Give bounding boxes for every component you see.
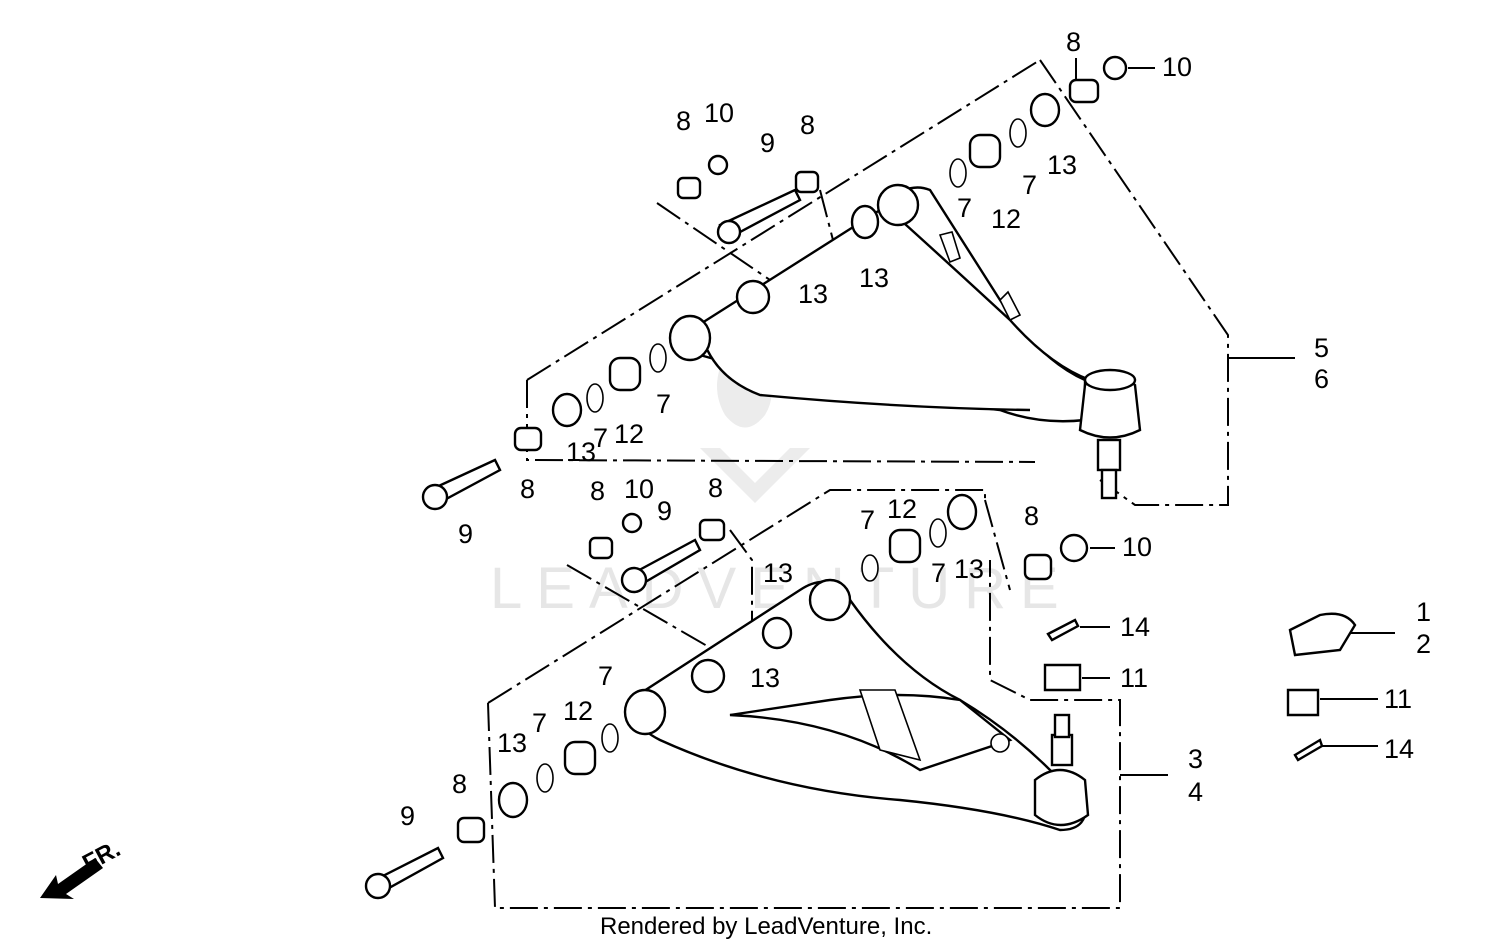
label-part-9: 9 (458, 519, 473, 549)
label-part-3: 3 (1188, 744, 1203, 774)
label-part-7: 7 (931, 558, 946, 588)
label-part-10: 10 (624, 474, 654, 504)
label-part-13: 13 (566, 437, 596, 467)
bushing-part-12 (968, 133, 1002, 169)
label-part-9: 9 (760, 128, 775, 158)
bushing-part-13 (735, 279, 771, 315)
label-part-8: 8 (708, 473, 723, 503)
label-part-2: 2 (1416, 629, 1431, 659)
label-part-7: 7 (593, 423, 608, 453)
cotter-pin-part-14 (1046, 618, 1080, 642)
label-part-4: 4 (1188, 777, 1203, 807)
label-part-13: 13 (750, 663, 780, 693)
label-part-6: 6 (1314, 364, 1329, 394)
label-part-10: 10 (1162, 52, 1192, 82)
label-part-13: 13 (798, 279, 828, 309)
label-part-8: 8 (590, 476, 605, 506)
hardware-parts (364, 55, 1357, 900)
clamp-part-1-2 (1288, 612, 1357, 657)
label-part-5: 5 (1314, 333, 1329, 363)
label-part-8: 8 (1066, 27, 1081, 57)
ring-part-7 (1009, 118, 1027, 148)
callout-labels: 1 2 3 4 5 6 8 10 9 8 8 10 7 12 7 13 13 1… (400, 27, 1431, 831)
label-part-12: 12 (614, 419, 644, 449)
label-part-7: 7 (656, 389, 671, 419)
label-part-10: 10 (1122, 532, 1152, 562)
label-part-11: 11 (1120, 663, 1148, 693)
front-direction-arrow: FR. (40, 835, 125, 899)
label-part-14: 14 (1120, 612, 1150, 642)
label-part-12: 12 (563, 696, 593, 726)
label-part-8: 8 (1024, 501, 1039, 531)
label-part-13: 13 (954, 554, 984, 584)
label-part-14: 14 (1384, 734, 1414, 764)
label-part-13: 13 (497, 728, 527, 758)
label-part-8: 8 (520, 474, 535, 504)
credit-text: Rendered by LeadVenture, Inc. (600, 913, 932, 940)
label-part-7: 7 (598, 661, 613, 691)
label-part-11: 11 (1384, 684, 1412, 714)
label-part-9: 9 (400, 801, 415, 831)
label-part-13: 13 (859, 263, 889, 293)
label-part-7: 7 (957, 193, 972, 223)
label-part-13: 13 (763, 558, 793, 588)
label-part-7: 7 (532, 708, 547, 738)
label-part-12: 12 (887, 494, 917, 524)
label-part-12: 12 (991, 204, 1021, 234)
label-part-9: 9 (657, 496, 672, 526)
label-part-8: 8 (800, 110, 815, 140)
collar-part-8 (676, 176, 702, 200)
castle-nut-part-11 (1043, 663, 1082, 692)
label-part-10: 10 (704, 98, 734, 128)
lower-control-arm (623, 578, 1090, 832)
nut-part-10 (707, 154, 729, 176)
exploded-view-lines (487, 59, 1229, 909)
label-part-1: 1 (1416, 597, 1431, 627)
label-part-13: 13 (1047, 150, 1077, 180)
upper-control-arm (668, 183, 1142, 500)
label-part-7: 7 (1022, 170, 1037, 200)
label-part-7: 7 (860, 505, 875, 535)
label-part-8: 8 (676, 106, 691, 136)
label-part-8: 8 (452, 769, 467, 799)
